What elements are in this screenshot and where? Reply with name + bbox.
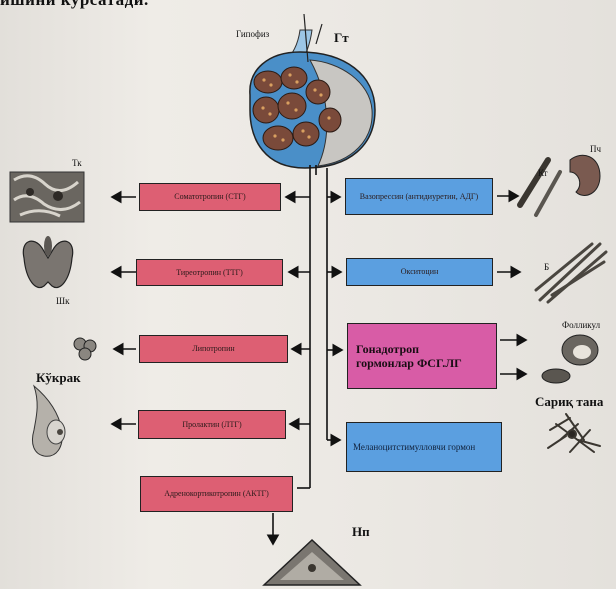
hormone-stg-label: Соматотропин (СТГ) [174,192,245,202]
hormone-oxytocin-label: Окситоцин [401,267,439,277]
label-pch: Пч [590,144,601,154]
hormone-vasopressin-label: Вазопрессин (антидиуретин, АДГ) [348,192,490,202]
hormone-box-lipotropin: Липотропин [139,335,288,363]
smooth-muscle-illustration [536,244,606,302]
melanocytes-illustration [548,414,600,452]
hormone-actg-label: Адренокортикотропин (АКТГ) [154,489,279,499]
hormone-box-vasopressin: Вазопрессин (антидиуретин, АДГ) [345,178,493,215]
label-kukrak: Кўкрак [36,370,81,386]
label-follikul: Фолликул [562,320,600,330]
hormone-prolactin-label: Пролактин (ЛТГ) [182,420,241,430]
follicle-illustration [542,335,598,383]
label-shk: Шк [56,296,69,306]
bone-kidney-illustration [520,155,600,215]
thyroid-gland-illustration [23,236,72,288]
hormone-ttg-label: Тиреотропин (ТТГ) [176,268,243,278]
hormone-gonadotropins-label: Гонадотроп гормонлар ФСГ.ЛГ [356,342,466,370]
label-gt: Гт [334,30,349,46]
tissue-tk-illustration [10,172,84,222]
neurohypophysis-illustration [264,540,360,585]
breast-illustration [32,386,65,456]
hormone-box-ttg: Тиреотропин (ТТГ) [136,259,283,286]
hormone-box-gonadotropins: Гонадотроп гормонлар ФСГ.ЛГ [347,323,497,389]
label-sarik-tana: Сариқ тана [535,394,603,410]
label-tk: Тк [72,158,82,168]
hormone-box-msh: Меланоцитстимулловчи гормон [346,422,502,472]
hormone-box-oxytocin: Окситоцин [346,258,493,286]
label-kt: Кт [538,168,548,178]
hormone-msh-label: Меланоцитстимулловчи гормон [353,441,483,453]
hormone-box-prolactin: Пролактин (ЛТГ) [138,410,286,439]
label-np: Нп [352,524,370,540]
fat-cells-illustration [74,338,96,360]
label-b: Б [544,262,549,272]
hormone-box-stg: Соматотропин (СТГ) [139,183,281,211]
hormone-lipotropin-label: Липотропин [192,344,234,354]
hormone-box-actg: Адренокортикотропин (АКТГ) [140,476,293,512]
label-gipofiz: Гипофиз [236,29,269,39]
